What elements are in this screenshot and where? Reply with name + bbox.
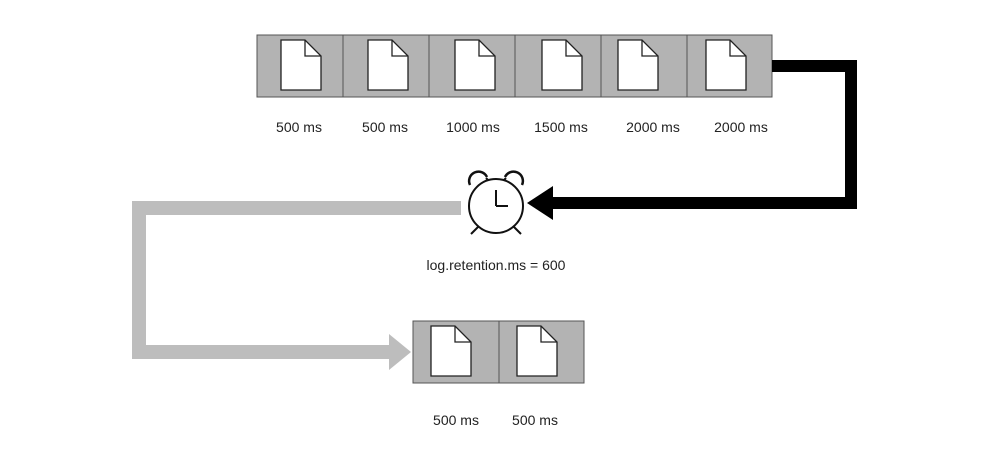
input-segment — [342, 34, 430, 98]
alarm-clock-icon — [467, 170, 525, 235]
input-segment-row — [256, 34, 773, 98]
document-fold — [641, 40, 658, 57]
input-segment — [256, 34, 344, 98]
output-segment-row — [412, 320, 585, 384]
output-segment — [498, 320, 585, 384]
document-fold — [304, 40, 321, 57]
input-segment — [514, 34, 602, 98]
output-flow-arrowhead — [389, 334, 411, 370]
document-fold — [540, 326, 557, 343]
input-segment — [428, 34, 516, 98]
output-segment — [412, 320, 500, 384]
segment-label: 500 ms — [362, 119, 408, 135]
segment-label: 2000 ms — [714, 119, 768, 135]
output-segment-labels: 500 ms 500 ms — [433, 412, 558, 428]
input-flow-arrowhead — [527, 186, 553, 220]
document-fold — [729, 40, 746, 57]
input-segment — [686, 34, 773, 98]
document-fold — [454, 326, 471, 343]
document-icon — [516, 325, 558, 377]
segment-label: 2000 ms — [626, 119, 680, 135]
output-flow-arrow — [132, 201, 461, 370]
input-flow-arrow — [527, 60, 857, 220]
retention-config-label: log.retention.ms = 600 — [427, 257, 566, 273]
input-segment — [600, 34, 688, 98]
document-fold — [565, 40, 582, 57]
document-fold — [478, 40, 495, 57]
input-flow-line — [551, 60, 857, 209]
segment-label: 500 ms — [433, 412, 479, 428]
input-segment-labels: 500 ms 500 ms 1000 ms 1500 ms 2000 ms 20… — [276, 119, 768, 135]
segment-label: 1500 ms — [534, 119, 588, 135]
output-flow-line — [132, 201, 461, 359]
document-icon — [430, 325, 472, 377]
segment-label: 1000 ms — [446, 119, 500, 135]
document-icon — [705, 39, 747, 91]
document-fold — [391, 40, 408, 57]
segment-label: 500 ms — [512, 412, 558, 428]
document-icon — [454, 39, 496, 91]
document-icon — [280, 39, 322, 91]
segment-label: 500 ms — [276, 119, 322, 135]
document-icon — [367, 39, 409, 91]
document-icon — [617, 39, 659, 91]
document-icon — [541, 39, 583, 91]
